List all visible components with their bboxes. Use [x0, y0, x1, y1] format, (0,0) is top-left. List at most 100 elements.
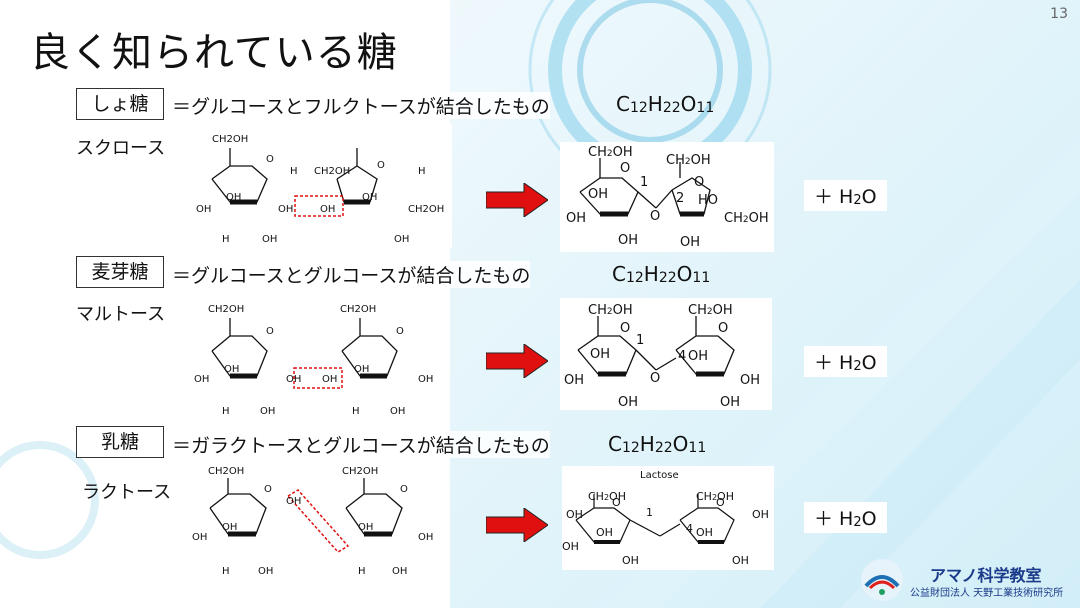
oh-text: OH	[260, 406, 275, 417]
number-label: 4	[678, 349, 686, 364]
o-text: O	[650, 371, 660, 386]
sucrose-water: ＋ H2O	[804, 180, 887, 211]
o-text: O	[612, 496, 621, 509]
lactose-product-structure: Lactose CH2OH CH2OH O O 1 4 OH OH OH OH …	[562, 466, 774, 570]
oh-text: OH	[320, 204, 335, 215]
number-label: 1	[646, 506, 653, 519]
o-text: O	[718, 321, 728, 336]
logo-organization: 公益財団法人 天野工業技術研究所	[910, 588, 1064, 599]
oh-text: OH	[286, 496, 301, 507]
number-label: 1	[640, 175, 648, 190]
lactose-description: ＝ガラクトースとグルコースが結合したもの	[172, 431, 550, 458]
sucrose-reactants-structure: CH2OH CH2OH O O OH OH OH OH OH OH OH CH2…	[182, 124, 452, 248]
amano-logo-icon	[861, 559, 903, 601]
ch2oh-text: CH2OH	[588, 490, 626, 503]
oh-text: OH	[390, 406, 405, 417]
oh-text: OH	[566, 508, 583, 521]
oh-text: OH	[564, 373, 584, 388]
o-text: O	[400, 484, 408, 495]
h-text: H	[222, 234, 230, 245]
lactose-formula: C12H22O11	[608, 432, 707, 456]
maltose-reactants-structure: CH2OH CH2OH O O OH OH OH OH OH OH OH OH …	[182, 296, 442, 420]
ch2oh-text: CH2OH	[212, 134, 248, 145]
ch2oh-text: CH2OH	[666, 153, 711, 168]
oh-text: OH	[194, 374, 209, 385]
oh-text: OH	[418, 532, 433, 543]
page-number: 13	[1050, 6, 1068, 22]
oh-text: OH	[392, 566, 407, 577]
maltose-water: ＋ H2O	[804, 346, 887, 377]
sucrose-label-box: しょ糖	[76, 88, 164, 120]
number-label: 4	[686, 522, 693, 535]
oh-text: OH	[588, 187, 608, 202]
oh-text: OH	[196, 204, 211, 215]
ch2oh-text: CH2OH	[208, 466, 244, 477]
oh-text: OH	[418, 374, 433, 385]
oh-text: OH	[262, 234, 277, 245]
sucrose-description: ＝グルコースとフルクトースが結合したもの	[172, 92, 550, 119]
o-text: O	[694, 175, 704, 190]
o-text: O	[650, 209, 660, 224]
oh-text: OH	[224, 364, 239, 375]
oh-text: OH	[354, 364, 369, 375]
o-text: O	[620, 161, 630, 176]
lactose-caption: Lactose	[640, 470, 679, 481]
maltose-formula: C12H22O11	[612, 262, 711, 286]
o-text: O	[266, 154, 274, 165]
oh-text: OH	[222, 522, 237, 533]
maltose-description: ＝グルコースとグルコースが結合したもの	[172, 261, 531, 288]
lactose-arrow	[486, 508, 548, 542]
oh-text: OH	[720, 395, 740, 410]
ch2oh-text: CH2OH	[342, 466, 378, 477]
o-text: O	[266, 326, 274, 337]
oh-text: OH	[258, 566, 273, 577]
lactose-reactants-structure: CH2OH CH2OH O O OH OH OH OH OH OH OH H H	[188, 462, 440, 580]
oh-text: OH	[618, 233, 638, 248]
o-text: O	[377, 160, 385, 171]
lactose-label-box: 乳糖	[76, 426, 164, 458]
maltose-katakana: マルトース	[76, 304, 166, 325]
h-text: H	[222, 566, 230, 577]
oh-text: OH	[596, 526, 613, 539]
h-text: H	[358, 566, 366, 577]
o-text: O	[396, 326, 404, 337]
oh-text: OH	[566, 211, 586, 226]
sucrose-katakana: スクロース	[76, 138, 166, 159]
oh-text: OH	[278, 204, 293, 215]
o-text: O	[620, 321, 630, 336]
ch2oh-text: CH2OH	[724, 211, 769, 226]
oh-text: OH	[590, 347, 610, 362]
o-text: O	[264, 484, 272, 495]
oh-text: OH	[622, 554, 639, 567]
oh-text: OH	[322, 374, 337, 385]
ch2oh-text: CH2OH	[340, 304, 376, 315]
h-text: H	[418, 166, 426, 177]
sucrose-product-structure: CH2OH CH2OH CH2OH O O O 1 2 OH OH OH OH …	[560, 142, 774, 252]
h-text: H	[290, 166, 298, 177]
maltose-arrow	[486, 344, 548, 378]
oh-text: OH	[362, 192, 377, 203]
slide-title: 良く知られている糖	[30, 30, 398, 76]
ho-text: HO	[698, 193, 718, 208]
o-text: O	[716, 496, 725, 509]
lactose-katakana: ラクトース	[82, 482, 172, 503]
number-label: 1	[636, 333, 644, 348]
ch2oh-text: CH2OH	[314, 166, 350, 177]
oh-text: OH	[226, 192, 241, 203]
sucrose-formula: C12H22O11	[616, 92, 715, 116]
oh-text: OH	[696, 526, 713, 539]
maltose-label-box: 麦芽糖	[76, 256, 164, 288]
ch2oh-text: CH2OH	[688, 303, 733, 318]
oh-text: OH	[562, 540, 579, 553]
sucrose-arrow	[486, 183, 548, 217]
h-text: H	[352, 406, 360, 417]
oh-text: OH	[358, 522, 373, 533]
h-text: H	[222, 406, 230, 417]
oh-text: OH	[192, 532, 207, 543]
lactose-water: ＋ H2O	[804, 502, 887, 533]
oh-text: OH	[740, 373, 760, 388]
oh-text: OH	[618, 395, 638, 410]
oh-text: OH	[286, 374, 301, 385]
ch2oh-text: CH2OH	[588, 145, 633, 160]
number-label: 2	[676, 191, 684, 206]
